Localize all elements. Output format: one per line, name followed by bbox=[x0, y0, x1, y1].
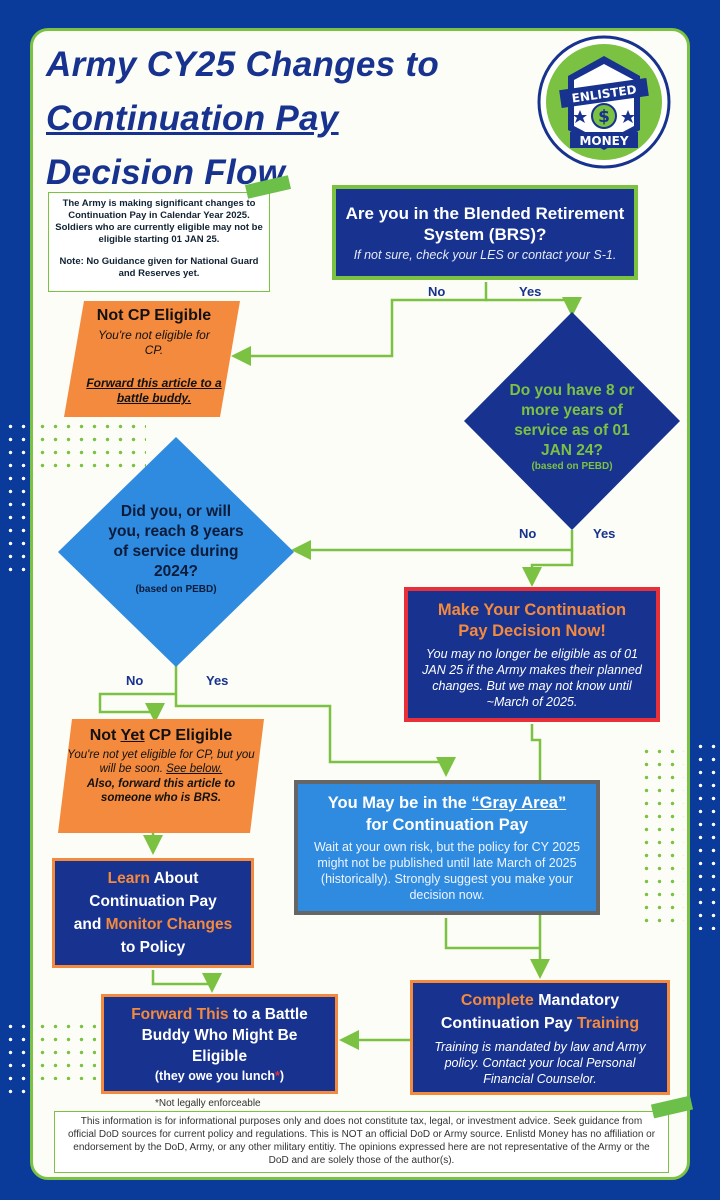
reach-eight-diamond-shape bbox=[58, 437, 294, 667]
right-dots-decoration bbox=[694, 740, 718, 930]
eight-years-diamond-shape bbox=[464, 312, 680, 530]
inner-dots-right bbox=[640, 745, 684, 930]
gray-area-subtitle: for Continuation Pay bbox=[365, 816, 529, 834]
not-yet-title: Not Yet CP Eligible bbox=[66, 726, 256, 746]
intro-note-guard: Note: No Guidance given for National Gua… bbox=[59, 256, 259, 279]
not-yet-body: You're not yet eligible for CP, but you … bbox=[66, 748, 256, 776]
not-yet-title-a: Not bbox=[89, 727, 121, 744]
gray-area-title-b: “Gray Area” bbox=[471, 794, 567, 812]
page-title: Army CY25 Changes to Continuation Pay De… bbox=[46, 38, 526, 200]
forward-line1: Forward This to a Battle bbox=[104, 1004, 335, 1025]
brs-question-box: Are you in the Blended Retirement System… bbox=[332, 185, 638, 280]
learn-about: About bbox=[149, 870, 199, 887]
not-yet-body-text: You're not yet eligible for CP, but you … bbox=[67, 749, 255, 775]
forward-line2: Buddy Who Might Be bbox=[141, 1026, 298, 1044]
not-cp-forward-link[interactable]: Forward this article to a battle buddy. bbox=[86, 376, 222, 405]
gray-area-box: You May be in the “Gray Area” for Contin… bbox=[294, 780, 600, 915]
inner-dots-bottom bbox=[36, 1020, 96, 1080]
eight-years-line4: JAN 24? bbox=[540, 442, 604, 459]
learn-line4: to Policy bbox=[120, 939, 186, 956]
training-mandatory: Mandatory bbox=[533, 991, 620, 1009]
eight-years-line3: service as of 01 bbox=[514, 422, 630, 439]
footnote: *Not legally enforceable bbox=[155, 1098, 261, 1109]
reach-eight-question: Did you, or will you, reach 8 years of s… bbox=[88, 502, 264, 596]
enlisted-money-logo: ENLISTED $ MONEY bbox=[537, 35, 671, 169]
training-box: Complete Mandatory Continuation Pay Trai… bbox=[410, 980, 670, 1095]
brs-question: Are you in the Blended Retirement System… bbox=[345, 203, 625, 244]
logo-bottom-text: MONEY bbox=[579, 134, 628, 148]
training-body: Training is mandated by law and Army pol… bbox=[434, 1039, 646, 1086]
forward-this: Forward This bbox=[131, 1005, 229, 1023]
forward-buddy-box: Forward This to a Battle Buddy Who Might… bbox=[101, 994, 338, 1094]
not-yet-content: Not Yet CP Eligible You're not yet eligi… bbox=[66, 726, 256, 805]
reach-eight-line3: of service during bbox=[113, 543, 239, 560]
gray-area-title: You May be in the “Gray Area” bbox=[298, 792, 596, 814]
inner-dots-left bbox=[36, 420, 146, 472]
not-yet-shape bbox=[58, 719, 264, 833]
forward-close-paren: ) bbox=[279, 1068, 285, 1083]
not-cp-title: Not CP Eligible bbox=[96, 307, 212, 324]
disclaimer: This information is for informational pu… bbox=[54, 1111, 669, 1173]
reach-eight-note: (based on PEBD) bbox=[135, 584, 217, 595]
forward-line4: (they owe you lunch*) bbox=[104, 1067, 335, 1085]
svg-text:$: $ bbox=[598, 107, 610, 127]
forward-lunch: (they owe you lunch bbox=[154, 1068, 276, 1083]
decide-now-box: Make Your Continuation Pay Decision Now!… bbox=[404, 587, 660, 722]
learn-line1: Learn About bbox=[108, 867, 199, 890]
training-word: Training bbox=[576, 1014, 640, 1032]
gray-area-body: Wait at your own risk, but the policy fo… bbox=[313, 840, 581, 902]
learn-and: and bbox=[73, 916, 106, 933]
intro-text: The Army is making significant changes t… bbox=[55, 198, 263, 245]
eight-years-line2: more years of bbox=[521, 402, 623, 419]
learn-line2: Continuation Pay bbox=[89, 893, 217, 910]
learn-line3: and Monitor Changes bbox=[74, 913, 232, 936]
learn-word: Learn bbox=[107, 870, 150, 887]
not-yet-forward: Also, forward this article to someone wh… bbox=[86, 778, 236, 804]
reach-eight-line1: Did you, or will bbox=[120, 503, 232, 520]
brs-no-label: No bbox=[428, 284, 446, 299]
learn-monitor: Monitor Changes bbox=[105, 916, 233, 933]
training-line1: Complete Mandatory bbox=[413, 989, 667, 1012]
eight-years-no-label: No bbox=[519, 526, 537, 541]
decide-now-body: You may no longer be eligible as of 01 J… bbox=[422, 646, 642, 709]
not-yet-see-below[interactable]: See below. bbox=[166, 763, 223, 775]
reach-eight-line2: you, reach 8 years bbox=[108, 523, 244, 540]
forward-asterisk: * bbox=[275, 1068, 280, 1083]
learn-box: Learn About Continuation Pay and Monitor… bbox=[52, 858, 254, 968]
eight-years-note: (based on PEBD) bbox=[531, 461, 613, 472]
intro-note: The Army is making significant changes t… bbox=[48, 192, 270, 292]
forward-to-battle: to a Battle bbox=[228, 1005, 308, 1023]
reach-eight-no-label: No bbox=[126, 673, 144, 688]
title-line-2: Continuation Pay bbox=[46, 99, 339, 138]
not-cp-body: You're not eligible for CP. bbox=[98, 328, 210, 357]
decide-now-title: Make Your Continuation Pay Decision Now! bbox=[437, 600, 627, 640]
eight-years-question: Do you have 8 or more years of service a… bbox=[484, 381, 660, 473]
reach-eight-yes-label: Yes bbox=[206, 673, 229, 688]
eight-years-yes-label: Yes bbox=[593, 526, 616, 541]
brs-yes-label: Yes bbox=[519, 284, 542, 299]
not-cp-shape bbox=[64, 301, 240, 417]
training-complete: Complete bbox=[460, 991, 534, 1009]
not-yet-title-c: CP Eligible bbox=[144, 727, 233, 744]
training-cp: Continuation Pay bbox=[440, 1014, 577, 1032]
forward-line3: Eligible bbox=[191, 1047, 248, 1065]
reach-eight-line4: 2024? bbox=[154, 563, 198, 580]
left-dots-decoration-lower bbox=[4, 1020, 28, 1100]
brs-hint: If not sure, check your LES or contact y… bbox=[353, 247, 617, 262]
title-line-1: Army CY25 Changes to bbox=[46, 45, 440, 84]
left-dots-decoration bbox=[4, 420, 28, 580]
gray-area-title-a: You May be in the bbox=[327, 794, 472, 812]
not-yet-title-b: Yet bbox=[120, 727, 145, 744]
training-line2: Continuation Pay Training bbox=[413, 1012, 667, 1035]
eight-years-line1: Do you have 8 or bbox=[509, 382, 635, 399]
not-cp-content: Not CP Eligible You're not eligible for … bbox=[76, 306, 232, 406]
